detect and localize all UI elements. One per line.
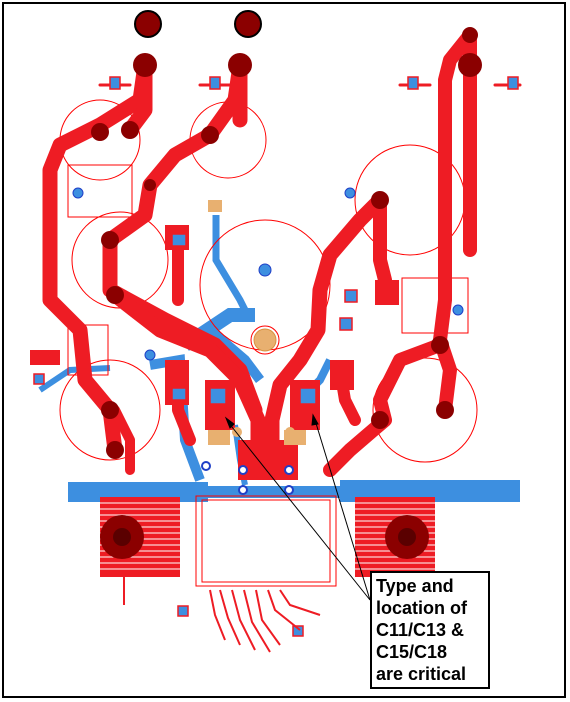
cap-outline-6 [59,359,161,461]
bottom-bus-mid [200,486,350,498]
annotation-line-3: C11/C13 & [376,620,465,640]
cap-outline-8 [250,325,280,355]
fill-small-5 [30,350,60,365]
trace-center-right [264,192,388,478]
trace-left-lower [110,405,135,475]
mount-hole-left-top [134,10,162,38]
trace-left-loop [42,57,153,458]
trace-right-main [433,28,477,417]
c15-pad [299,387,317,405]
fine-traces [123,575,321,653]
ic-outline-inner [201,499,331,583]
annotation-line-2: location of [376,598,467,618]
bottom-trace-6 [38,365,111,393]
c11-pad [209,387,227,405]
module-outline-left [67,164,133,218]
bottom-bus-right [340,480,520,502]
bottom-trace-4 [206,326,264,383]
callout-pointers [224,413,371,601]
pointer-to-c11 [227,421,371,601]
trace-right-4 [323,338,447,477]
center-via [253,264,277,352]
bottom-trace-1 [212,215,254,322]
trace-center-left [107,287,266,478]
fill-small-4 [375,280,399,305]
tan-pads [208,200,306,445]
pointer-to-c15 [314,419,371,601]
fill-small-3 [330,360,354,390]
vias [72,187,464,495]
ic-outline [195,495,337,587]
annotation-callout: Type and location of C11/C13 & C15/C18 a… [370,571,490,689]
mount-hole-right-top [234,10,262,38]
annotation-line-5: are critical [376,664,467,684]
trace-right-3 [373,193,392,287]
pads [91,10,482,559]
annotation-line-1: Type and [376,576,454,596]
smd-components [33,76,519,637]
annotation-line-4: C15/C18 [376,642,448,662]
